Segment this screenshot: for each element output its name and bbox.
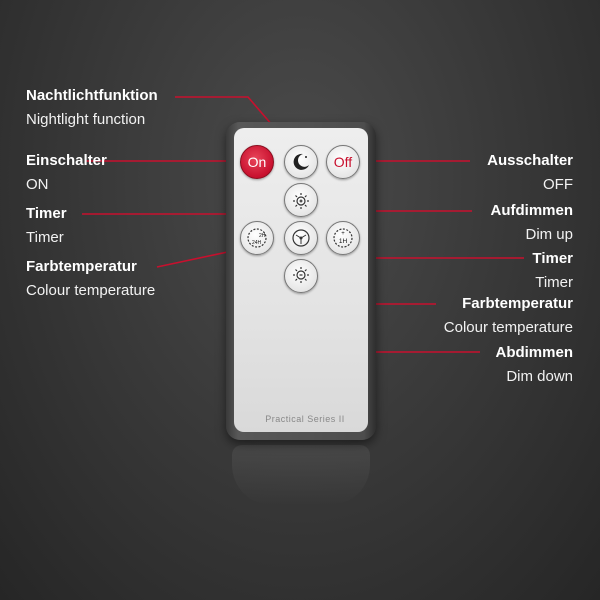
label-colour-left-de: Farbtemperatur [26, 258, 137, 275]
on-button-label: On [247, 154, 267, 170]
label-colour-left-en: Colour temperature [26, 281, 156, 299]
label-colour-right: Farbtemperatur Colour temperature [444, 295, 573, 338]
remote-series-text: Practical Series II [265, 414, 345, 424]
dim-up-button[interactable] [284, 183, 318, 217]
remote-reflection [232, 445, 370, 505]
label-nightlight-de: Nachtlichtfunktion [26, 87, 158, 104]
moon-icon [293, 153, 309, 170]
label-timer-right-de: Timer [532, 250, 573, 267]
label-colour-right-de: Farbtemperatur [462, 295, 573, 312]
sun-plus-icon [293, 193, 309, 209]
label-off-de: Ausschalter [487, 152, 573, 169]
label-dim-down-en: Dim down [506, 367, 573, 385]
timer-24h-label: 24H [252, 240, 262, 246]
label-dim-down-de: Abdimmen [495, 344, 573, 361]
label-dim-up: Aufdimmen Dim up [491, 202, 574, 245]
timer-24h-button[interactable]: 2H 24H [240, 221, 274, 255]
timer-plus-icon: + 1H [333, 228, 353, 248]
nightlight-button[interactable] [284, 145, 318, 179]
on-button[interactable]: On [240, 145, 274, 179]
label-timer-left-en: Timer [26, 228, 64, 246]
label-nightlight: Nachtlichtfunktion Nightlight function [26, 87, 158, 130]
label-on-en: ON [26, 175, 49, 193]
label-nightlight-en: Nightlight function [26, 110, 146, 128]
label-on-de: Einschalter [26, 152, 107, 169]
dim-down-button[interactable] [284, 259, 318, 293]
label-off: Ausschalter OFF [487, 152, 573, 195]
label-off-en: OFF [543, 175, 573, 193]
timer-1h-button[interactable]: + 1H [326, 221, 360, 255]
off-button-label: Off [333, 154, 353, 170]
label-colour-left: Farbtemperatur Colour temperature [26, 258, 155, 301]
leader-timer-left [82, 213, 251, 231]
timer-2h-label: 2H [259, 233, 266, 239]
timer-icon: 2H 24H [247, 228, 267, 248]
label-dim-up-de: Aufdimmen [490, 202, 574, 219]
label-on: Einschalter ON [26, 152, 107, 195]
label-timer-left: Timer Timer [26, 205, 67, 248]
timer-1h-label: 1H [339, 238, 348, 245]
off-button[interactable]: Off [326, 145, 360, 179]
colour-temperature-button[interactable] [284, 221, 318, 255]
colour-temperature-icon [292, 229, 310, 247]
label-dim-down: Abdimmen Dim down [495, 344, 573, 387]
label-timer-right-en: Timer [535, 273, 573, 291]
label-dim-up-en: Dim up [525, 225, 573, 243]
svg-text:+: + [341, 231, 345, 237]
sun-minus-icon [293, 267, 309, 283]
label-timer-left-de: Timer [26, 205, 67, 222]
label-timer-right: Timer Timer [532, 250, 573, 293]
label-colour-right-en: Colour temperature [443, 318, 573, 336]
